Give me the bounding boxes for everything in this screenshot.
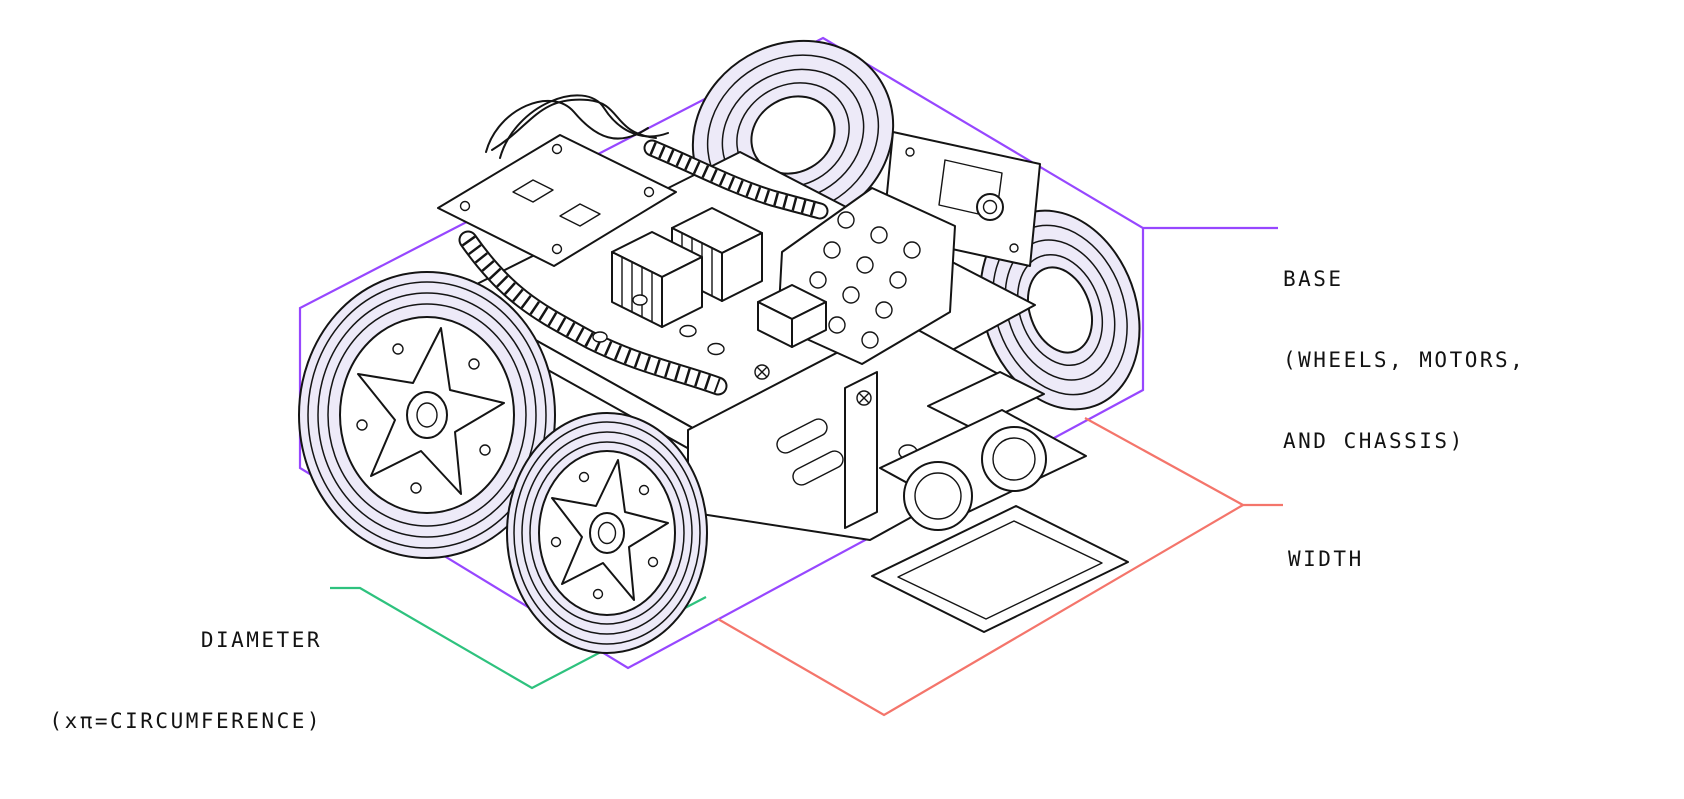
base-label: BASE (WHEELS, MOTORS, AND CHASSIS) — [1283, 212, 1525, 482]
base-label-line1: BASE — [1283, 267, 1344, 291]
width-extension-line — [1084, 417, 1283, 507]
bumper-plate — [871, 505, 1129, 633]
base-bounding-box — [298, 36, 1278, 670]
sensor-column — [844, 371, 878, 529]
usb-ports — [611, 207, 763, 328]
diameter-label: DIAMETER (xπ=CIRCUMFERENCE) — [49, 573, 322, 762]
robot-illustration — [298, 39, 1141, 654]
ribbon-cable-main — [458, 230, 728, 396]
width-label-line1: WIDTH — [1288, 547, 1364, 571]
diameter-label-line2: (xπ=CIRCUMFERENCE) — [49, 709, 322, 733]
wheel-front-left — [506, 412, 708, 654]
diameter-label-line1: DIAMETER — [200, 628, 322, 652]
base-label-line3: AND CHASSIS) — [1283, 429, 1465, 453]
screw — [754, 364, 770, 380]
width-dimension — [717, 417, 1283, 717]
ultrasonic-sensor — [879, 371, 1087, 531]
base-label-line2: (WHEELS, MOTORS, — [1283, 348, 1526, 372]
screw — [856, 390, 872, 406]
deck-details — [592, 284, 918, 486]
width-dimension-line — [717, 504, 1244, 717]
jumper-wires — [485, 94, 669, 159]
wheel-rear-left — [298, 271, 556, 559]
width-label: WIDTH — [1288, 492, 1364, 600]
driver-board — [437, 134, 677, 267]
ribbon-cable-camera — [643, 139, 829, 220]
